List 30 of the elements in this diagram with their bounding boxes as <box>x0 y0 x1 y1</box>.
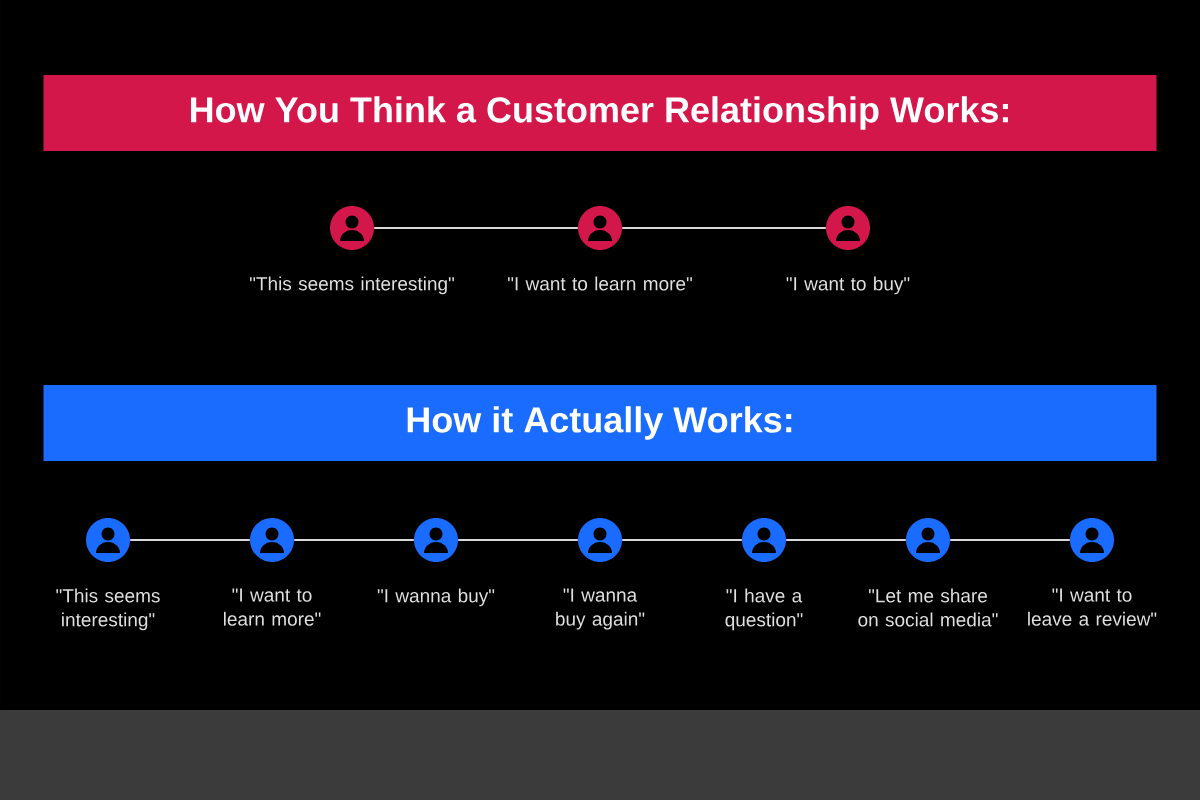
title-banner: How You Think a Customer Relationship Works: <box>43 75 1157 151</box>
quote-text: "I want to leave a review" <box>1028 588 1157 626</box>
connector-line <box>949 539 1071 541</box>
quote-text: "I want to learn more" <box>224 588 321 626</box>
connector-line <box>293 539 415 541</box>
connector-line <box>457 539 579 541</box>
connector-line <box>373 227 579 229</box>
person-icon <box>906 518 950 562</box>
person-icon <box>578 518 622 562</box>
person-icon <box>86 518 130 562</box>
quote-text: "I have a question" <box>725 588 803 631</box>
quote-text: "I wanna buy again" <box>556 588 645 630</box>
quote-text: "This seems interesting" <box>56 588 160 631</box>
person-icon <box>742 518 786 562</box>
quote-text: "I want to buy" <box>786 276 910 295</box>
quote-text: "This seems interesting" <box>249 276 454 295</box>
person-icon <box>578 206 622 250</box>
quote-text: "I wanna buy" <box>377 588 495 607</box>
quote-text: "Let me share on social media" <box>858 588 998 627</box>
person-icon <box>330 206 374 250</box>
connector-line <box>621 227 827 229</box>
person-icon <box>250 518 294 562</box>
quote-text: "I want to learn more" <box>508 276 692 291</box>
connector-line <box>129 539 251 541</box>
person-icon <box>1070 518 1114 562</box>
connector-line <box>621 539 743 541</box>
connector-line <box>785 539 907 541</box>
person-icon <box>414 518 458 562</box>
person-icon <box>826 206 870 250</box>
title-banner: How it Actually Works: <box>43 385 1157 461</box>
